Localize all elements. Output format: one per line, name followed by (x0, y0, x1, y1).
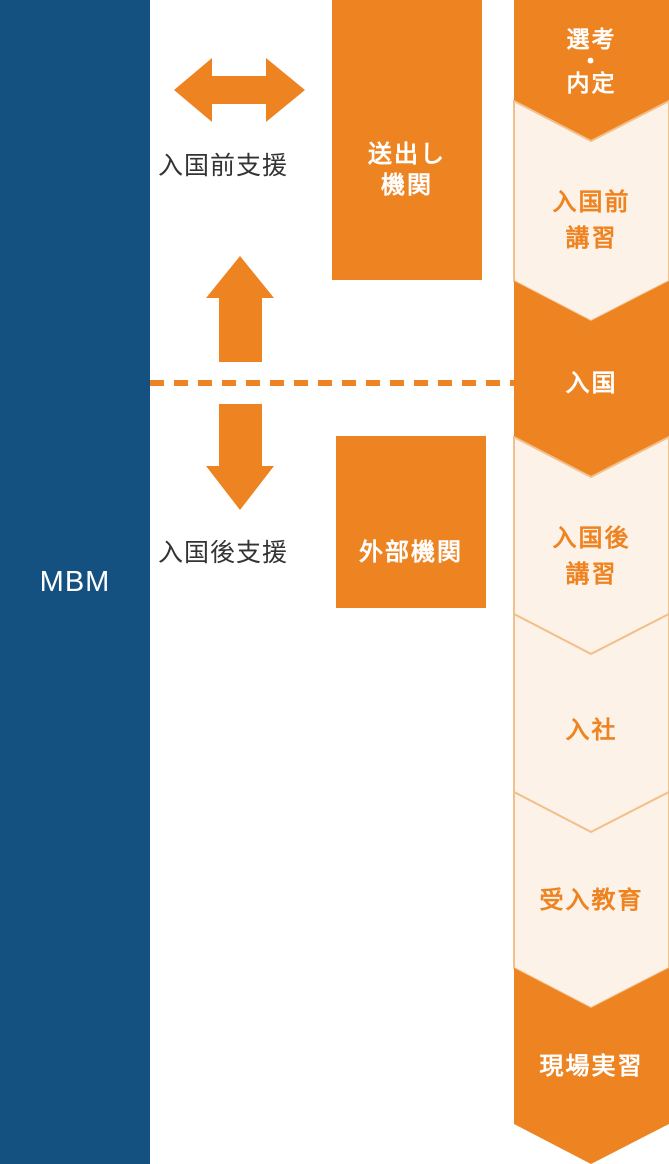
flow-step-1-label: 選考 ・ 内定 (566, 27, 617, 97)
flow-step-6-label: 受入教育 (539, 886, 644, 914)
flow-step-5-label: 入社 (565, 716, 618, 744)
arrow-down-icon (206, 404, 274, 510)
external-organization-box: 外部機関 (336, 436, 486, 608)
sending-organization-box: 送出し 機関 (332, 0, 482, 280)
pre-entry-support-label: 入国前支援 (158, 151, 289, 180)
flow-step-2-label: 入国前 講習 (552, 188, 631, 252)
mbm-bar: MBM (0, 0, 150, 1164)
external-organization-label: 外部機関 (359, 538, 463, 566)
flow-step-1-chevron (514, 0, 669, 141)
arrow-up-icon (206, 256, 274, 362)
flow-step-3-chevron (514, 281, 669, 477)
flow-step-7-chevron (514, 968, 669, 1164)
post-entry-support-label: 入国後支援 (158, 538, 289, 567)
mbm-label: MBM (39, 565, 111, 598)
sending-organization-label: 送出し 機関 (368, 140, 446, 199)
flow-step-3-label: 入国 (565, 369, 618, 397)
flow-step-7-label: 現場実習 (539, 1052, 644, 1080)
double-arrow-icon (174, 58, 305, 122)
flow-step-4-label: 入国後 講習 (552, 524, 631, 588)
